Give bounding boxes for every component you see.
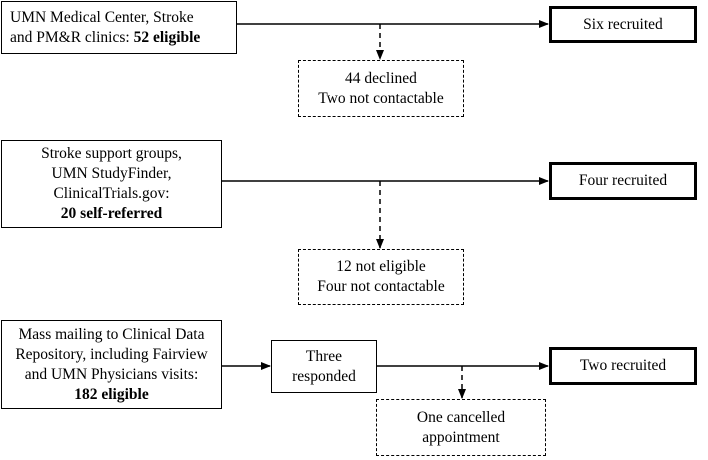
row3-result-label: Two recruited <box>579 357 667 374</box>
row3-intermediate-box: Three responded <box>271 340 377 393</box>
row1-excluded-line1: 44 declined <box>345 69 417 87</box>
row2-source-line3: ClinicalTrials.gov: <box>53 185 170 202</box>
row2-result-label: Four recruited <box>578 172 668 189</box>
row1-source-count: 52 eligible <box>133 29 201 46</box>
row2-excluded-line1: 12 not eligible <box>336 258 426 275</box>
row2-source-line1: Stroke support groups, <box>41 145 182 162</box>
row1-source-line1: UMN Medical Center, Stroke <box>10 9 194 26</box>
row3-excluded-line1: One cancelled <box>416 408 506 426</box>
row1-excluded-line2: Two not contactable <box>318 89 444 107</box>
row3-intermediate-line2: responded <box>292 367 356 385</box>
row2-source-count: 20 self-referred <box>60 205 163 222</box>
row2-excluded-box: 12 not eligible Four not contactable <box>298 249 464 305</box>
row1-source-box: UMN Medical Center, Stroke and PM&R clin… <box>1 1 237 54</box>
row3-intermediate-line1: Three <box>305 347 343 365</box>
row1-source-line2: and PM&R clinics: <box>10 29 134 46</box>
row2-result-box: Four recruited <box>549 162 697 200</box>
row2-source-box: Stroke support groups, UMN StudyFinder, … <box>1 140 222 228</box>
row1-result-label: Six recruited <box>583 15 663 33</box>
row3-source-box: Mass mailing to Clinical Data Repository… <box>1 320 222 409</box>
row3-source-line1: Mass mailing to Clinical Data <box>18 325 205 343</box>
row3-source-line3: and UMN Physicians visits: <box>24 365 199 383</box>
row2-source-line2: UMN StudyFinder, <box>51 165 172 182</box>
row3-excluded-line2: appointment <box>422 428 500 446</box>
row2-excluded-line2: Four not contactable <box>317 278 445 295</box>
row3-excluded-box: One cancelled appointment <box>376 399 546 456</box>
row3-source-count: 182 eligible <box>74 385 149 403</box>
row3-result-box: Two recruited <box>549 347 697 385</box>
row3-source-line2: Repository, including Fairview <box>15 345 208 363</box>
row1-excluded-box: 44 declined Two not contactable <box>298 60 464 117</box>
row1-result-box: Six recruited <box>549 6 697 43</box>
